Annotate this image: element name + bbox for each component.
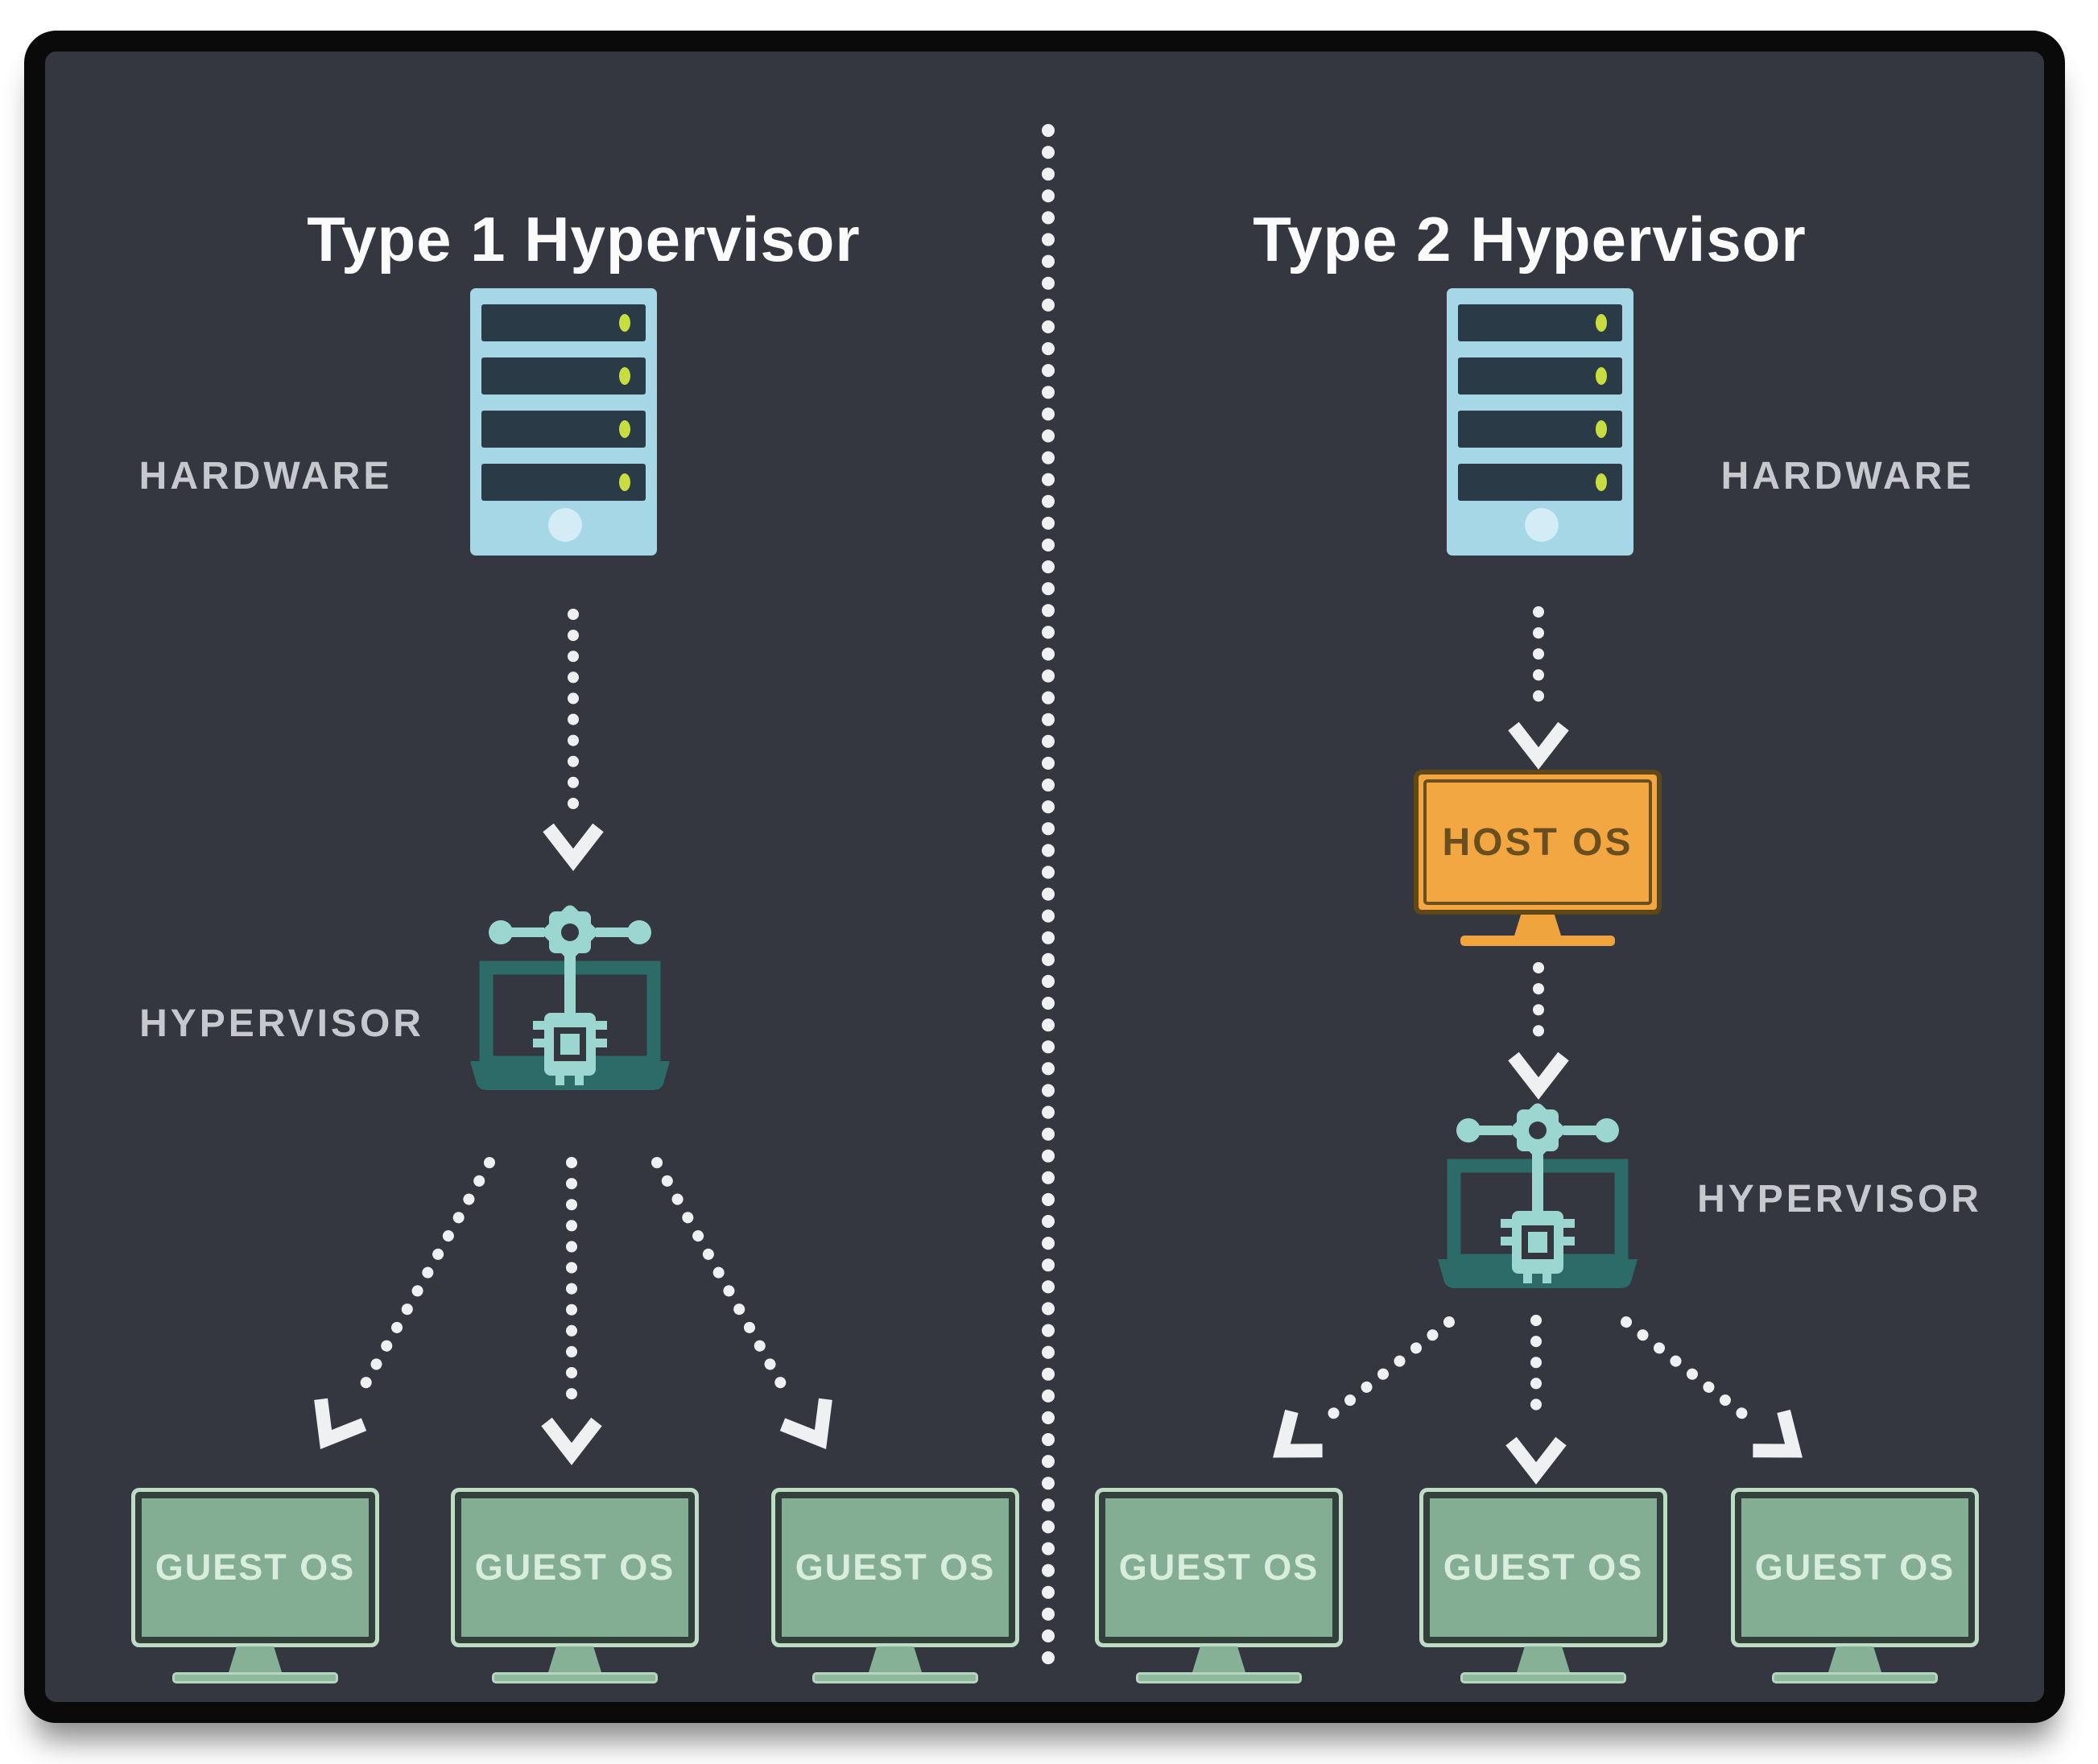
- guest-os-label: GUEST OS: [795, 1547, 996, 1588]
- hardware-label-left: HARDWARE: [138, 455, 393, 498]
- guest-os-monitor-base: [1460, 1672, 1626, 1683]
- hypervisor-label-right: HYPERVISOR: [1697, 1178, 1982, 1221]
- guest-os-monitor-base: [172, 1672, 338, 1683]
- guest-os-monitor-right-2: GUEST OS: [1419, 1488, 1667, 1683]
- guest-os-monitor-stand: [869, 1646, 922, 1672]
- dotted-arrow-hypervisor-to-guest2-left: [541, 1157, 602, 1465]
- host-os-monitor-icon: HOST OS: [1414, 770, 1662, 946]
- guest-os-monitor-base: [1136, 1672, 1302, 1683]
- guest-os-monitor-right-1: GUEST OS: [1095, 1488, 1343, 1683]
- type2-title: Type 2 Hypervisor: [1253, 204, 1807, 275]
- guest-os-label: GUEST OS: [1754, 1547, 1956, 1588]
- hypervisor-icon-right: [1438, 1103, 1638, 1288]
- guest-os-screen: GUEST OS: [771, 1488, 1019, 1647]
- host-os-label: HOST OS: [1442, 820, 1633, 864]
- guest-os-monitor-stand: [1517, 1646, 1570, 1672]
- host-os-screen: HOST OS: [1414, 770, 1662, 915]
- guest-os-monitor-left-1: GUEST OS: [131, 1488, 379, 1683]
- guest-os-label: GUEST OS: [155, 1547, 356, 1588]
- guest-os-monitor-base: [492, 1672, 658, 1683]
- dotted-arrow-hw-to-hostos-right: [1508, 606, 1569, 770]
- guest-os-monitor-stand: [548, 1646, 601, 1672]
- guest-os-monitor-stand: [229, 1646, 282, 1672]
- hypervisor-icon-left: [470, 905, 670, 1090]
- guest-os-monitor-right-3: GUEST OS: [1731, 1488, 1979, 1683]
- guest-os-label: GUEST OS: [1118, 1547, 1320, 1588]
- guest-os-screen: GUEST OS: [1419, 1488, 1667, 1647]
- dotted-arrow-hostos-to-hypervisor-right: [1508, 962, 1569, 1100]
- guest-os-monitor-base: [812, 1672, 978, 1683]
- guest-os-label: GUEST OS: [1443, 1547, 1644, 1588]
- guest-os-screen: GUEST OS: [1095, 1488, 1343, 1647]
- hardware-label-right: HARDWARE: [1720, 455, 1975, 498]
- dotted-arrow-hypervisor-to-guest3-left: [651, 1157, 832, 1449]
- dotted-arrow-hypervisor-to-guest3-right: [1621, 1316, 1803, 1458]
- guest-os-label: GUEST OS: [474, 1547, 675, 1588]
- hardware-server-icon-right: [1447, 288, 1633, 556]
- host-os-monitor-base: [1460, 936, 1615, 946]
- guest-os-monitor-left-3: GUEST OS: [771, 1488, 1019, 1683]
- hardware-server-icon-left: [470, 288, 657, 556]
- dotted-arrow-hypervisor-to-guest1-right: [1273, 1316, 1455, 1458]
- guest-os-monitor-left-2: GUEST OS: [451, 1488, 699, 1683]
- dotted-arrow-hw-to-hypervisor-left: [543, 609, 604, 871]
- guest-os-screen: GUEST OS: [131, 1488, 379, 1647]
- guest-os-monitor-base: [1772, 1672, 1938, 1683]
- dotted-arrow-hypervisor-to-guest1-left: [314, 1157, 495, 1449]
- dotted-arrow-hypervisor-to-guest2-right: [1505, 1315, 1567, 1485]
- type1-title: Type 1 Hypervisor: [307, 204, 861, 275]
- hypervisor-label-left: HYPERVISOR: [139, 1002, 424, 1045]
- guest-os-screen: GUEST OS: [1731, 1488, 1979, 1647]
- host-os-monitor-stand: [1514, 915, 1561, 936]
- guest-os-monitor-stand: [1192, 1646, 1245, 1672]
- guest-os-screen: GUEST OS: [451, 1488, 699, 1647]
- guest-os-monitor-stand: [1828, 1646, 1881, 1672]
